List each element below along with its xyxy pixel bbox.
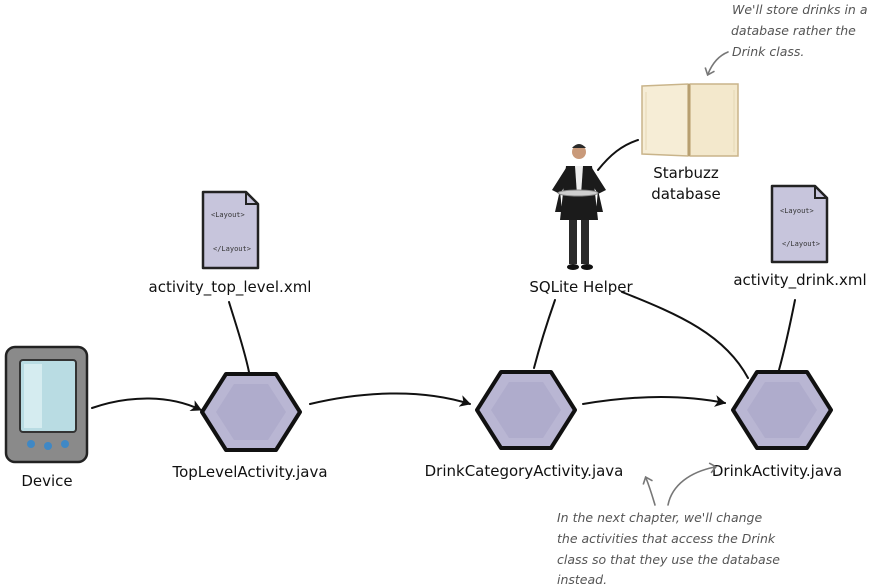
layout-close-tag: </Layout> — [213, 245, 251, 253]
device-button — [44, 442, 52, 450]
arrow-device-to-toplevel — [91, 397, 202, 412]
arrow-toplevel-to-drinkcategory — [309, 392, 471, 407]
activity-top-level-xml-label: activity_top_level.xml — [149, 278, 312, 297]
drinkcategory-activity-label: DrinkCategoryActivity.java — [425, 462, 624, 480]
line-helper-to-database — [597, 139, 639, 171]
butler-figure — [552, 144, 606, 270]
note-top-right: We'll store drinks in a database rather … — [704, 2, 868, 77]
line-toplevel-xml-to-hex — [228, 301, 250, 373]
note-arrow-to-drink — [667, 462, 718, 506]
note-top-right-line: database rather the — [731, 23, 856, 38]
note-bottom-line: instead. — [557, 572, 607, 587]
toplevel-activity-label: TopLevelActivity.java — [171, 463, 327, 481]
book-icon — [641, 83, 739, 157]
arrow-drinkcategory-to-drink — [582, 395, 726, 407]
device-button — [61, 440, 69, 448]
device-screen-shine — [24, 364, 42, 428]
layout-file-icon: <Layout> </Layout> — [201, 190, 260, 270]
layout-open-tag: <Layout> — [211, 211, 245, 219]
line-sqlite-to-drink — [621, 291, 749, 379]
layout-close-tag: </Layout> — [782, 240, 820, 248]
starbuzz-database-label-line2: database — [651, 185, 721, 203]
note-bottom-line: the activities that access the Drink — [557, 531, 776, 546]
note-bottom-line: class so that they use the database — [557, 552, 780, 567]
drink-activity-hexagon — [731, 370, 833, 450]
connectors — [91, 139, 796, 412]
note-top-right-line: Drink class. — [732, 44, 804, 59]
layout-file-icon: <Layout> </Layout> — [770, 184, 829, 264]
drinkcategory-activity-hexagon — [475, 370, 577, 450]
toplevel-activity-hexagon — [200, 372, 302, 452]
device-label: Device — [21, 472, 72, 490]
starbuzz-database-label-line1: Starbuzz — [653, 164, 719, 182]
sqlite-helper-label: SQLite Helper — [529, 278, 633, 296]
note-top-right-line: We'll store drinks in a — [732, 2, 868, 17]
line-sqlite-to-drinkcategory — [533, 299, 556, 369]
device-button — [27, 440, 35, 448]
note-arrow-to-drinkcategory — [642, 475, 656, 506]
layout-open-tag: <Layout> — [780, 207, 814, 215]
activity-drink-xml-label: activity_drink.xml — [733, 271, 866, 290]
note-bottom: In the next chapter, we'll change the ac… — [557, 462, 780, 587]
device-illustration — [4, 345, 89, 464]
note-bottom-line: In the next chapter, we'll change — [557, 510, 762, 525]
note-top-right-arrow — [704, 51, 729, 77]
line-drink-xml-to-hex — [778, 299, 796, 371]
drink-activity-label: DrinkActivity.java — [712, 462, 842, 480]
